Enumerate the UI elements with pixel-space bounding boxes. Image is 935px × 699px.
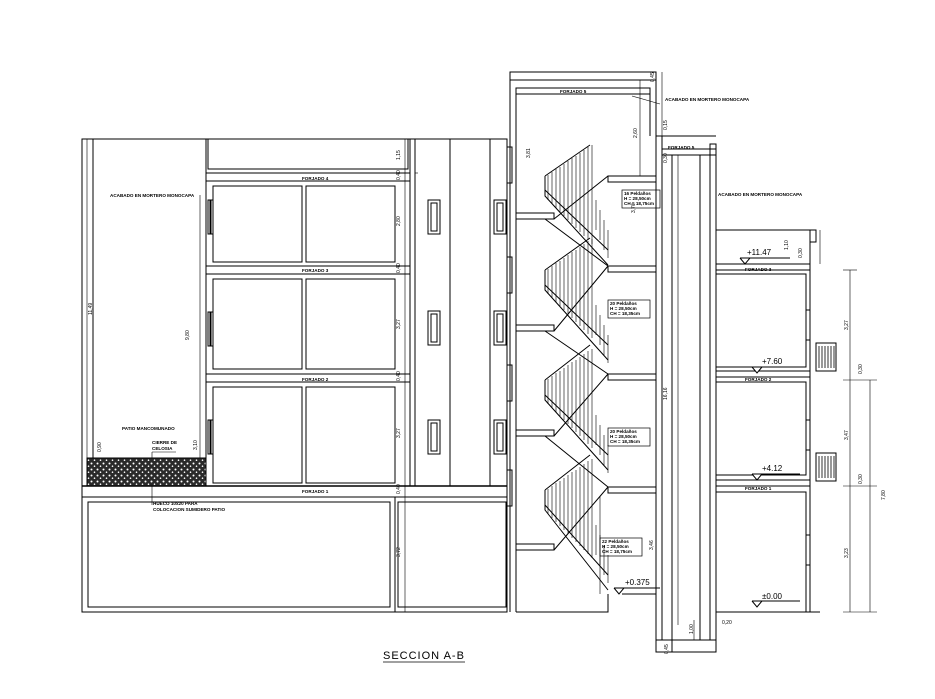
stair-tag-2-line3: CH = 18,35cm (610, 439, 640, 444)
level-000: ±0.00 (762, 592, 783, 601)
label-hueco-2: COLOCACION SUMIDERO PATIO (153, 507, 225, 512)
dimension-label: 3,23 (844, 548, 850, 558)
dimension-label: 1,15 (396, 150, 402, 160)
balcony-upper (815, 342, 837, 372)
dimension-label: 3,70 (631, 203, 637, 213)
room-right-ground (715, 491, 807, 613)
dimension-label: 16,16 (663, 387, 669, 400)
shaft-wall-left (655, 135, 663, 641)
stair-tag-3-line3: CH = 18,35cm (610, 311, 640, 316)
label-acabado-right: ACABADO EN MORTERO MONOCAPA (718, 192, 803, 197)
label-hueco-1: HUECO 10x20 PARA (153, 501, 198, 506)
ground-room-left (87, 501, 391, 608)
label-forjado2-right: FORJADO 2 (745, 377, 772, 382)
dimension-label: 1,10 (784, 240, 790, 250)
stair-tag-3-line1: 20 Peldaños (610, 301, 637, 306)
dimension-label: 0,20 (722, 620, 732, 626)
section-title: SECCION A-B (383, 650, 465, 662)
stair-roof-slab (509, 71, 657, 81)
stair-tag-1-line3: CH = 18,75cm (602, 549, 632, 554)
dimension-label: 0,40 (396, 263, 402, 273)
label-cierre-1: CIERRE DE (152, 440, 177, 445)
label-acabado-left: ACABADO EN MORTERO MONOCAPA (110, 193, 195, 198)
stair-base (516, 594, 609, 613)
dimension-label: 0,30 (663, 153, 669, 163)
dimension-lines (86, 72, 877, 640)
room-f2-a (212, 278, 303, 370)
dimension-label: 0,45 (650, 72, 656, 82)
room-f3-a (212, 185, 303, 263)
label-forjado5-shaft: FORJADO 5 (668, 145, 695, 150)
level-markers (613, 257, 800, 608)
patio-gravel (86, 457, 207, 487)
dimension-label: 2,80 (396, 216, 402, 226)
room-f2-b (305, 278, 396, 370)
dimension-label: 3,27 (844, 320, 850, 330)
dimension-label: 3,81 (526, 148, 532, 158)
stair-tag-3-line2: H = 28,50cm (610, 306, 637, 311)
stair-tag-1-line1: 22 Peldaños (602, 539, 629, 544)
pit (655, 639, 717, 653)
stair-tag-2-line2: H = 28,50cm (610, 434, 637, 439)
dimension-label: 0,30 (858, 474, 864, 484)
label-forjado2: FORJADO 2 (302, 377, 329, 382)
dimension-label: 0,40 (396, 170, 402, 180)
dimension-label: 0,40 (396, 484, 402, 494)
left-building-outline (81, 138, 508, 613)
level-412: +4.12 (762, 464, 783, 473)
room-f3-b (305, 185, 396, 263)
dimension-label: 0,15 (663, 120, 669, 130)
stair-tag-4-line1: 16 Peldaños (624, 191, 651, 196)
balcony-lower (815, 452, 837, 482)
label-forjado1: FORJADO 1 (302, 489, 329, 494)
dimension-label: 3,47 (844, 430, 850, 440)
stair-flights (544, 144, 609, 591)
room-f1-a (212, 386, 303, 484)
dimension-label: 3,46 (649, 540, 655, 550)
room-f1-b (305, 386, 396, 484)
stair-balusters (547, 145, 609, 583)
label-forjado3: FORJADO 3 (302, 268, 329, 273)
label-cierre-2: CELOSIA (152, 446, 173, 451)
label-forjado4: FORJADO 4 (302, 176, 329, 181)
level-0375: +0.375 (625, 578, 650, 587)
dimension-label: 11,49 (88, 303, 94, 315)
parapet-top (207, 138, 409, 170)
dimension-label: 9,80 (185, 330, 191, 340)
dimension-label: 0,40 (396, 371, 402, 381)
shaft-wall-right (709, 143, 717, 641)
dimension-label: 3,27 (396, 428, 402, 438)
level-1147: +11.47 (747, 248, 772, 257)
stair-tag-4-line3: CH = 18,75cm (624, 201, 654, 206)
label-forjado3-right: FORJADO 3 (745, 267, 772, 272)
label-forjado5: FORJADO 5 (560, 89, 587, 94)
level-760: +7.60 (762, 357, 783, 366)
dimension-label: 3,72 (396, 547, 402, 557)
stair-tag-1-line2: H = 28,50cm (602, 544, 629, 549)
stair-tag-2-line1: 20 Peldaños (610, 429, 637, 434)
dimension-label: 0,45 (664, 644, 670, 654)
stair-tag-4-line2: H = 28,50cm (624, 196, 651, 201)
dimension-label: 1,00 (689, 624, 695, 634)
room-right-f1 (715, 381, 807, 476)
label-forjado1-right: FORJADO 1 (745, 486, 772, 491)
dimension-label: 3,10 (193, 440, 199, 450)
room-right-f2 (715, 273, 807, 368)
dimension-label: 3,27 (396, 319, 402, 329)
dimension-label: 0,30 (858, 364, 864, 374)
dimension-label: 7,80 (881, 490, 887, 500)
dimension-label: 2,60 (633, 128, 639, 138)
label-patio: PATIO MANCOMUNADO (122, 426, 175, 431)
dimension-label: 0,90 (97, 442, 103, 452)
label-acabado-top: ACABADO EN MORTERO MONOCAPA (665, 97, 750, 102)
ground-room-right (397, 501, 507, 608)
dimension-label: 0,30 (798, 248, 804, 258)
windows (207, 146, 513, 507)
